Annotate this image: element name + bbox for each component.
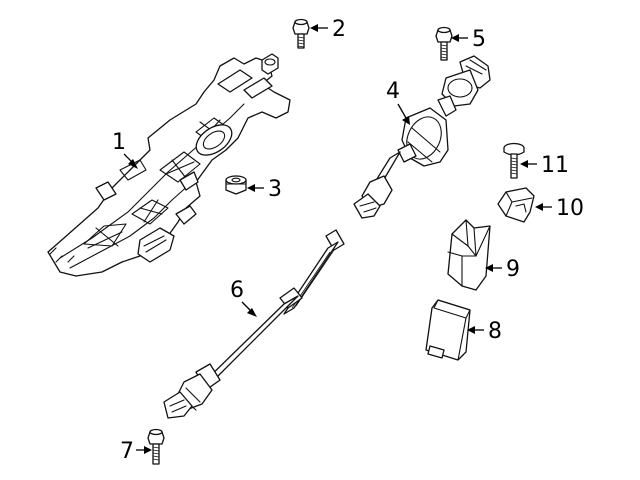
callout-label-8: 8 [488,319,502,344]
part-3-nut [225,175,247,195]
callout-10: 10 [535,196,584,221]
arrowhead-4 [402,116,410,125]
callout-label-7: 7 [120,439,134,464]
part-10-clip [497,187,535,223]
arrowhead-9 [485,264,493,272]
arrowhead-1 [128,159,138,169]
part-6-lower-shaft [163,229,345,419]
arrowhead-10 [535,203,543,211]
part-4-intermediate-shaft [353,55,491,219]
callout-label-6: 6 [230,278,244,303]
arrowhead-11 [520,160,528,168]
callout-7: 7 [120,439,152,464]
part-8-module [425,299,471,361]
callout-1: 1 [112,130,138,169]
callout-3: 3 [247,177,282,202]
callout-label-5: 5 [472,27,486,52]
part-11-screw [503,142,525,179]
arrowhead-3 [247,184,255,192]
callout-label-10: 10 [556,196,584,221]
callout-9: 9 [485,257,520,282]
part-9-bracket [447,219,491,291]
callout-11: 11 [520,153,569,178]
part-5-bolt [435,26,453,61]
callout-label-11: 11 [541,153,569,178]
callout-label-4: 4 [386,79,400,104]
callout-4: 4 [386,79,410,125]
callout-label-9: 9 [506,257,520,282]
part-7-bolt [147,428,165,465]
callout-label-1: 1 [112,130,126,155]
arrowhead-2 [310,24,318,32]
callout-8: 8 [467,319,502,344]
callout-2: 2 [310,17,346,42]
arrowhead-7 [144,446,152,454]
arrowhead-8 [467,326,475,334]
leader-line-4 [397,103,407,119]
arrowhead-6 [247,308,257,317]
callout-label-3: 3 [268,177,282,202]
arrowhead-5 [451,34,459,42]
part-1-steering-column-housing [47,53,291,277]
callout-5: 5 [451,27,486,52]
callout-label-2: 2 [332,17,346,42]
callout-6: 6 [230,278,257,317]
part-2-bolt [292,18,310,49]
